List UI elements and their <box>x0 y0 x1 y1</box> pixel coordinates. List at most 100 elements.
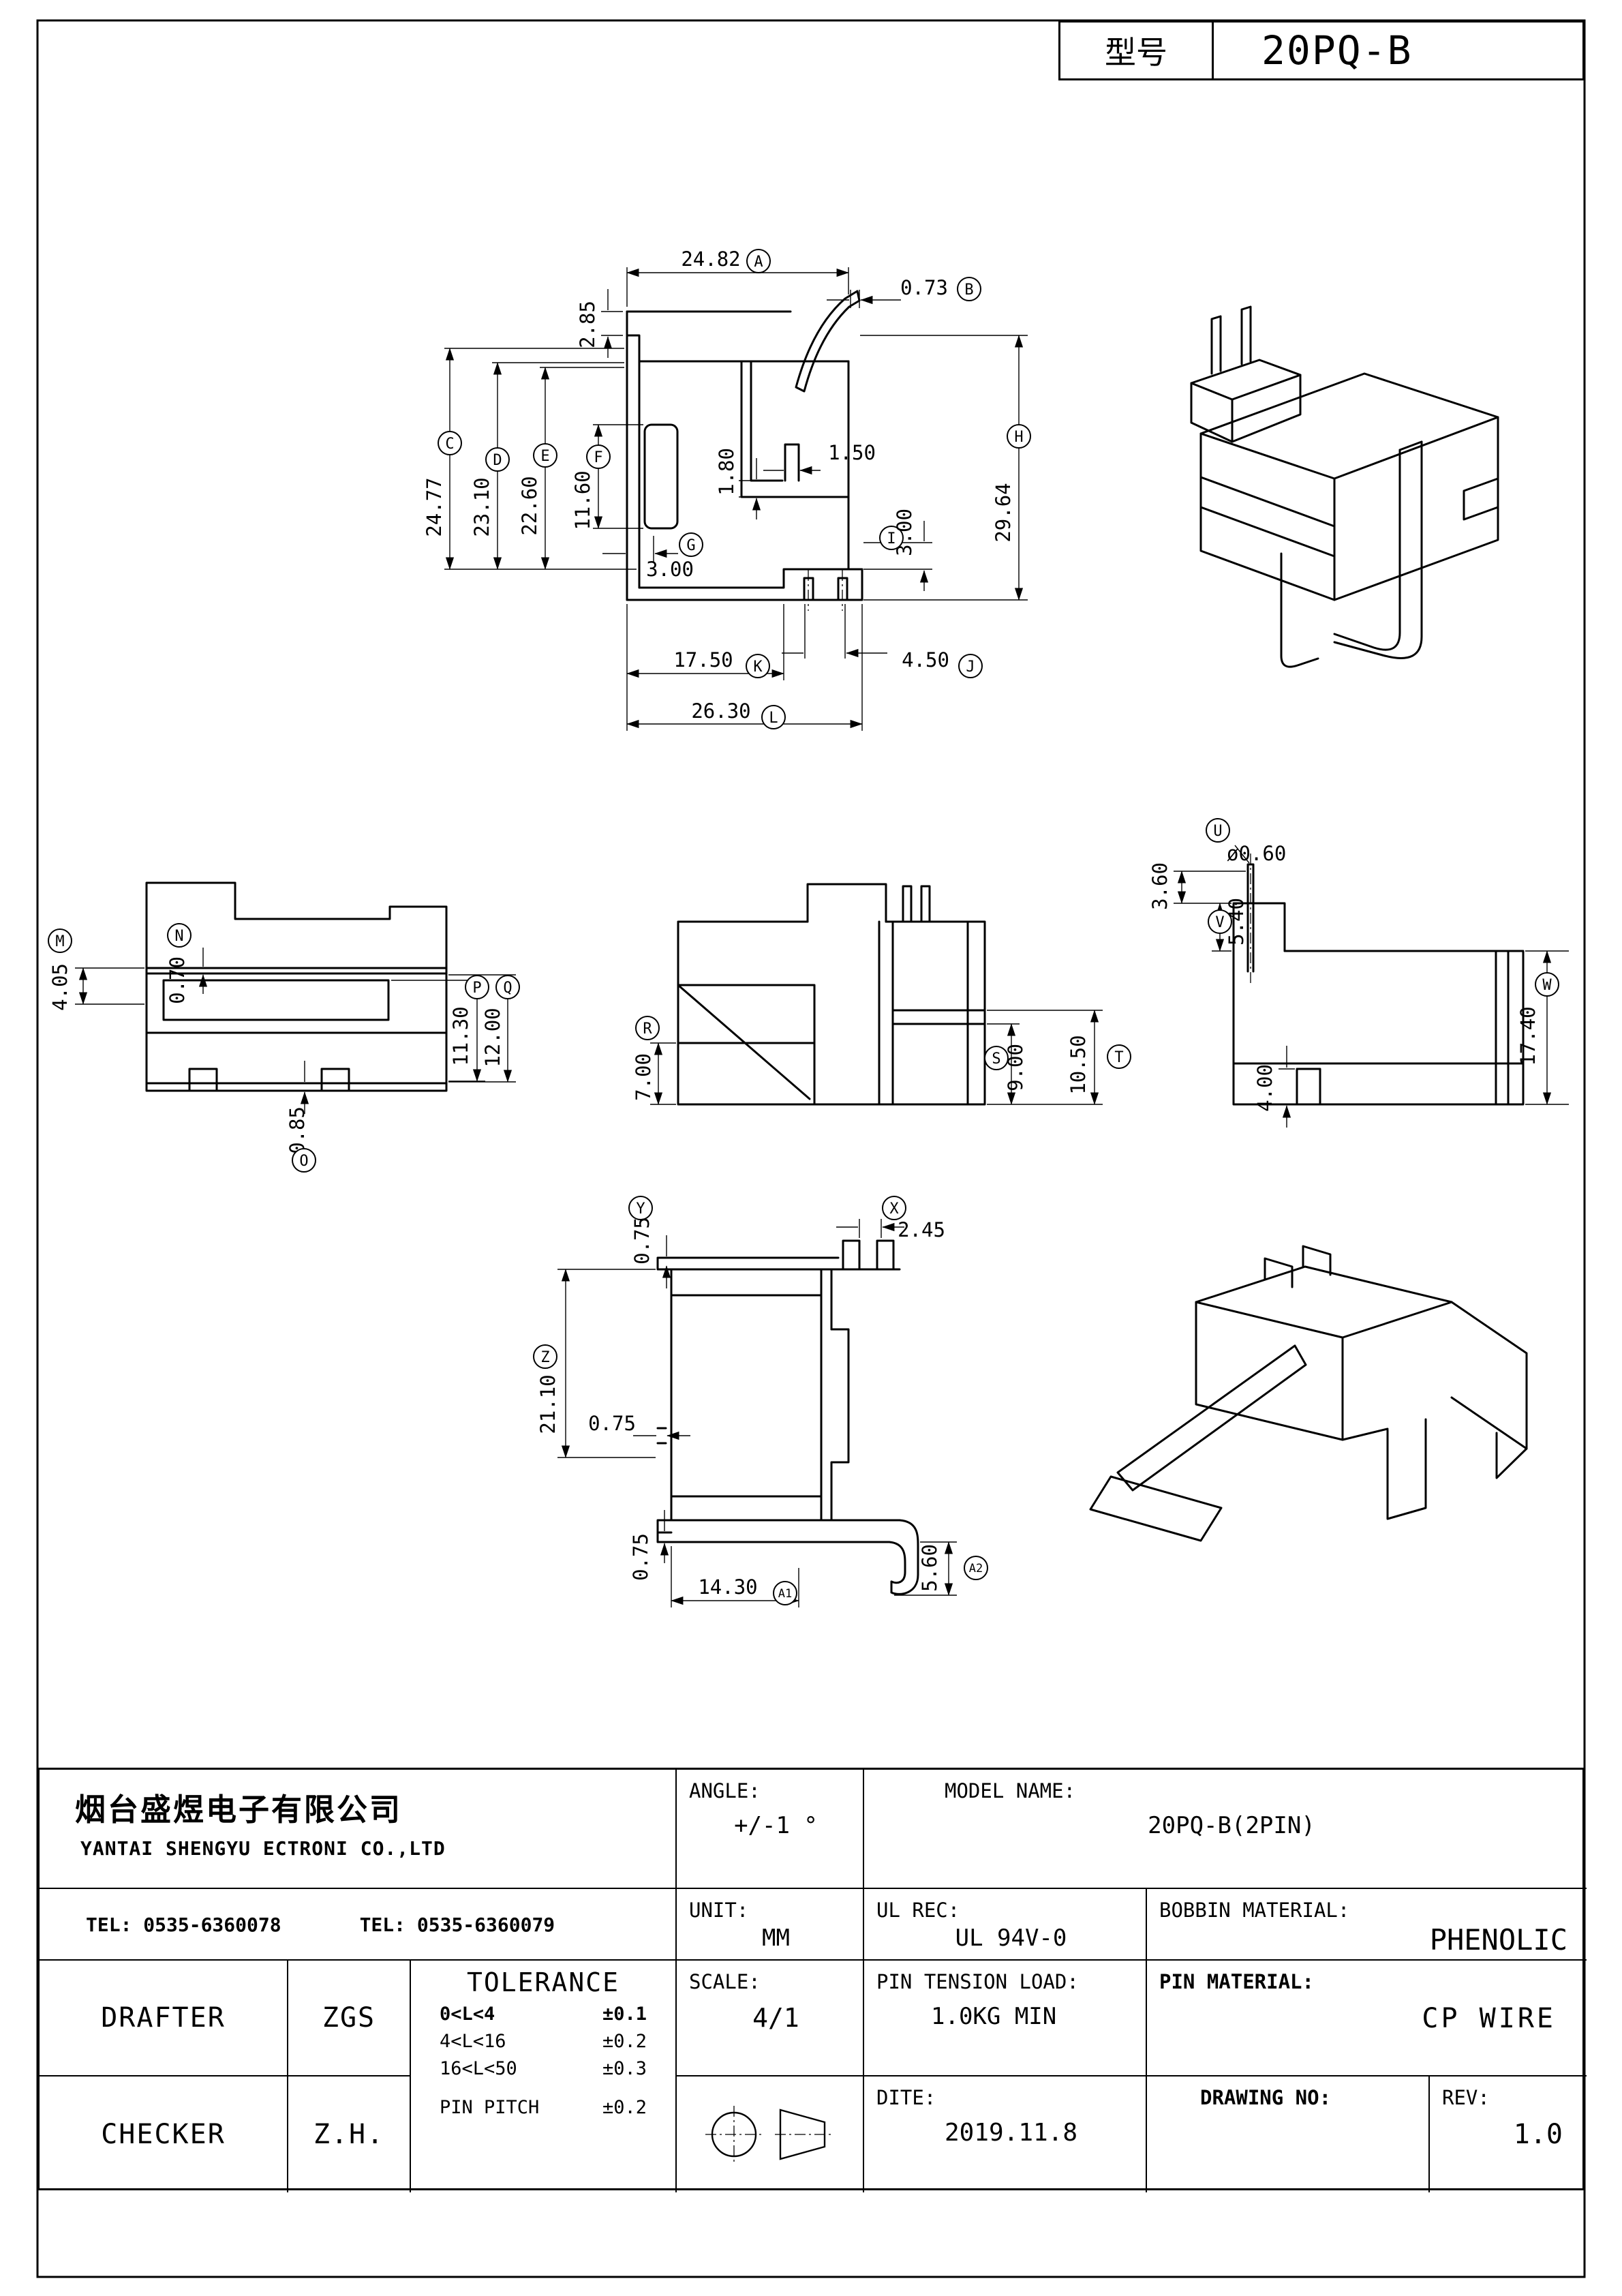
tolerance-range: 16<L<50 <box>440 2058 517 2079</box>
unit-cell: UNIT: MM <box>677 1889 864 1961</box>
tolerance-row: 4<L<16 ±0.2 <box>411 2025 675 2052</box>
dim-0-75-bot-value: 0.75 <box>629 1533 652 1581</box>
dim-N-bubble <box>167 923 192 948</box>
unit-value: MM <box>762 1924 790 1952</box>
dim-B-bubble <box>957 277 981 301</box>
dim-K-letter: K <box>753 659 763 676</box>
dim-D-value: 23.10 <box>470 477 493 537</box>
dim-V-letter: V <box>1215 914 1224 931</box>
dim-T-value: 10.50 <box>1067 1035 1090 1094</box>
dim-Z-value: 21.10 <box>536 1374 560 1434</box>
dim-J-bubble <box>958 654 983 678</box>
model-label: 型号 <box>1060 22 1214 78</box>
tolerance-range: PIN PITCH <box>440 2097 540 2118</box>
dim-K-bubble <box>746 654 770 678</box>
dim-A1-bubble <box>773 1581 797 1605</box>
projection-cell <box>677 2076 864 2192</box>
sheet-frame <box>36 19 1586 2278</box>
dim-E-value: 22.60 <box>518 476 541 535</box>
scale-label: SCALE: <box>689 1970 761 1993</box>
dim-0-75-mid-value: 0.75 <box>588 1412 636 1435</box>
drafter-label: DRAFTER <box>101 2002 226 2034</box>
tolerance-tol: ±0.2 <box>602 2097 647 2118</box>
side-view-right: U ø0.60 3.60 V 5.40 W 17.40 4.00 <box>1148 818 1569 1128</box>
model-number-box: 型号 20PQ-B <box>1058 20 1585 80</box>
dim-R-bubble <box>635 1016 660 1040</box>
dim-Z-bubble <box>533 1344 557 1369</box>
dim-U-value: ø0.60 <box>1227 842 1286 865</box>
dim-U-bubble <box>1206 818 1230 843</box>
dim-G-bubble <box>679 532 703 557</box>
iso-pins <box>1210 315 1222 375</box>
dim-J-value: 4.50 <box>902 648 949 671</box>
dim-M-bubble <box>48 928 72 953</box>
pin-tension-label: PIN TENSION LOAD: <box>876 1970 1079 1993</box>
dim-C-value: 24.77 <box>423 477 446 537</box>
dim-L-value: 26.30 <box>691 699 750 723</box>
model-name-label: MODEL NAME: <box>945 1779 1076 1802</box>
bobbin-material-value: PHENOLIC <box>1429 1923 1567 1957</box>
rev-cell: REV: 1.0 <box>1430 2076 1587 2192</box>
drafter-value: ZGS <box>322 2002 376 2034</box>
front-section-view: 24.82 A 0.73 B 2.85 C 24.77 D 23.10 E 22… <box>423 247 1031 731</box>
drawing-no-cell: DRAWING NO: <box>1147 2076 1430 2192</box>
dim-H-bubble <box>1007 424 1031 449</box>
dim-S-letter: S <box>992 1051 1000 1068</box>
dim-Y-bubble <box>628 1196 653 1220</box>
drawing-no-label: DRAWING NO: <box>1200 2086 1332 2109</box>
ul-rec-value: UL 94V-0 <box>955 1924 1067 1952</box>
dim-W-bubble <box>1535 972 1559 997</box>
rev-value: 1.0 <box>1513 2119 1563 2150</box>
dim-Q-letter: Q <box>503 980 512 997</box>
pin-material-label: PIN MATERIAL: <box>1159 1970 1314 1993</box>
dim-X-bubble <box>882 1196 906 1220</box>
side-view-left: M 4.05 N 0.70 P 11.30 Q 12.00 0.85 O <box>48 881 520 1173</box>
tolerance-tol: ±0.1 <box>602 2004 647 2025</box>
dim-D-letter: D <box>493 452 502 469</box>
unit-label: UNIT: <box>689 1899 749 1922</box>
dim-I-value: 3.00 <box>893 509 916 556</box>
dim-M-letter: M <box>55 933 64 950</box>
section-view-bottom: Y 0.75 X 2.45 Z 21.10 0.75 0.75 14.30 A1… <box>533 1196 988 1607</box>
mid-pins <box>902 885 931 923</box>
ul-rec-label: UL REC: <box>876 1899 960 1922</box>
tolerance-cell: TOLERANCE 0<L<4 ±0.1 4<L<16 ±0.2 16<L<50… <box>411 1961 677 2192</box>
dim-L-bubble <box>761 705 786 729</box>
dim-F-bubble <box>586 444 611 469</box>
rev-label: REV: <box>1442 2086 1490 2109</box>
company-name-en: YANTAI SHENGYU ECTRONI CO.,LTD <box>80 1837 446 1860</box>
tolerance-range: 4<L<16 <box>440 2031 506 2052</box>
date-value: 2019.11.8 <box>944 2119 1078 2147</box>
bobbin-material-cell: BOBBIN MATERIAL: PHENOLIC <box>1147 1889 1587 1961</box>
dim-A2-letter: A2 <box>969 1562 983 1575</box>
dim-B-value: 0.73 <box>900 276 948 299</box>
dim-4-00-value: 4.00 <box>1253 1064 1276 1112</box>
dim-S-bubble <box>984 1046 1009 1070</box>
dim-X-letter: X <box>889 1200 899 1218</box>
winding-window <box>643 423 679 530</box>
tel-1: TEL: 0535-6360078 <box>86 1914 281 1936</box>
checker-value: Z.H. <box>313 2119 385 2150</box>
dim-F-value: 11.60 <box>571 470 594 530</box>
dim-Q-value: 12.00 <box>481 1008 504 1067</box>
dim-2-85-value: 2.85 <box>576 301 599 348</box>
date-cell: DITE: 2019.11.8 <box>864 2076 1147 2192</box>
dim-S-value: 9.00 <box>1004 1044 1027 1091</box>
dim-P-letter: P <box>472 980 481 997</box>
dim-F-letter: F <box>594 449 602 466</box>
date-label: DITE: <box>876 2086 936 2109</box>
dim-D-bubble <box>485 447 510 472</box>
drafter-label-cell: DRAFTER <box>40 1961 288 2076</box>
dim-U-letter: U <box>1213 823 1222 840</box>
pin-material-cell: PIN MATERIAL: CP WIRE <box>1147 1961 1587 2076</box>
dim-A2-value: 5.60 <box>918 1544 941 1592</box>
dim-M-value: 4.05 <box>48 963 72 1011</box>
dim-N-letter: N <box>174 928 183 945</box>
scale-value: 4/1 <box>752 2003 799 2033</box>
tolerance-range: 0<L<4 <box>440 2004 495 2025</box>
dim-G-value: 3.00 <box>646 558 694 581</box>
dim-C-letter: C <box>445 436 454 453</box>
dim-1-80-value: 1.80 <box>715 448 738 496</box>
dim-J-letter: J <box>966 659 975 676</box>
